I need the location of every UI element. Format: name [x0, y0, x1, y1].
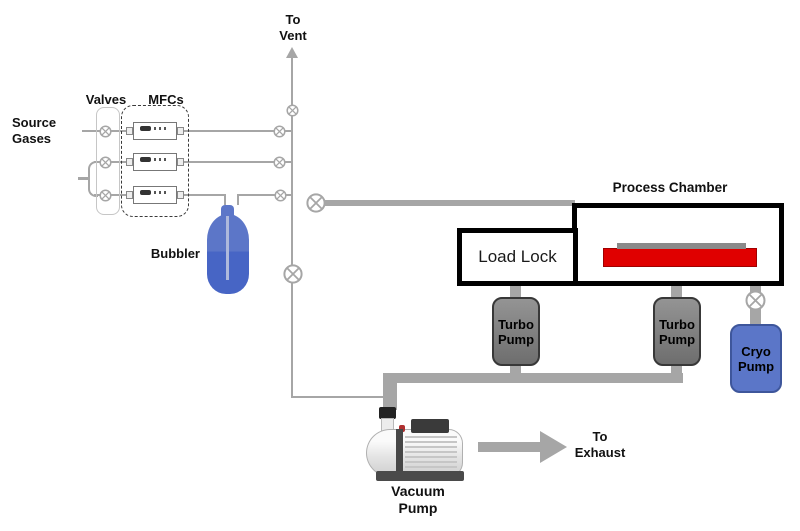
label-process-chamber: Process Chamber — [612, 180, 728, 195]
mfc-unit-1 — [126, 122, 184, 140]
gas-line-1 — [82, 129, 292, 133]
mfc-detail — [154, 158, 156, 161]
mfc-unit-2 — [126, 153, 184, 171]
label-to-exhaust: To Exhaust — [574, 429, 626, 460]
load-lock-label: Load Lock — [478, 247, 557, 266]
mfc-fitting-icon — [126, 191, 133, 199]
mfc-fitting-icon — [126, 127, 133, 135]
mfc-fitting-icon — [126, 158, 133, 166]
loadlock-turbo-stub-bottom — [510, 364, 521, 374]
chamber-feed-pipe — [324, 199, 575, 206]
valve-icon-chamber-feed — [306, 193, 326, 213]
mfc-detail — [159, 191, 161, 194]
label-source-gases: Source Gases — [12, 115, 57, 146]
gas-line-bracket — [88, 160, 98, 197]
mfc-detail — [164, 127, 166, 130]
mfc-display — [140, 157, 151, 162]
mfcs-group-box — [121, 105, 189, 217]
turbo-pump-load-lock: Turbo Pump — [492, 297, 540, 366]
vacuum-pump-fins — [405, 436, 457, 469]
mfc-fitting-icon — [177, 191, 184, 199]
vent-arrow-icon — [285, 47, 298, 58]
vacuum-pump-oil-cap — [399, 425, 405, 432]
chamber-turbo-stub-bottom — [671, 364, 682, 374]
mfc-detail — [154, 191, 156, 194]
mfc-display — [140, 126, 151, 131]
valve-icon-cryo — [745, 290, 766, 311]
foreline-connector-h — [290, 395, 385, 398]
valve-icon-line1-left — [99, 124, 112, 138]
valve-icon-line3-left — [99, 188, 112, 202]
chamber-turbo-stub-top — [671, 283, 682, 298]
foreline-manifold — [383, 372, 683, 383]
load-lock-box: Load Lock — [457, 228, 578, 286]
turbo-pump-label: Turbo Pump — [497, 316, 535, 347]
valve-icon-line1-right — [272, 124, 286, 138]
mfc-detail — [154, 127, 156, 130]
mfc-detail — [164, 191, 166, 194]
mfc-body — [133, 186, 177, 204]
mfc-display — [140, 190, 151, 195]
cryo-pump-label: Cryo Pump — [737, 343, 775, 374]
mfc-body — [133, 153, 177, 171]
label-to-vent: To Vent — [279, 12, 307, 43]
bubbler-outlet-riser — [236, 193, 239, 205]
loadlock-turbo-stub-top — [510, 283, 521, 298]
vacuum-pump — [360, 405, 475, 485]
mfc-fitting-icon — [177, 158, 184, 166]
vacuum-pump-base — [376, 471, 464, 481]
wafer — [617, 242, 746, 249]
label-valves: Valves — [85, 92, 127, 107]
mfc-fitting-icon — [177, 127, 184, 135]
valve-icon-vent-lower — [282, 264, 303, 284]
vent-line — [290, 56, 294, 398]
turbo-pump-chamber: Turbo Pump — [653, 297, 701, 366]
mfc-unit-3 — [126, 186, 184, 204]
bracket-stub — [78, 177, 89, 180]
bubbler-dip-tube — [226, 216, 229, 280]
valves-group-box — [96, 107, 120, 215]
mfc-body — [133, 122, 177, 140]
gas-line-2 — [94, 160, 292, 164]
exhaust-arrow-icon — [540, 431, 567, 463]
foreline-downpipe — [383, 372, 397, 410]
mfc-detail — [164, 158, 166, 161]
gas-line-3-drop — [223, 195, 226, 205]
cryo-pump: Cryo Pump — [730, 324, 782, 393]
exhaust-arrow-shaft — [478, 442, 540, 452]
valve-icon-vent — [286, 104, 299, 117]
turbo-pump-label: Turbo Pump — [658, 316, 696, 347]
vacuum-pump-belt-stripe — [396, 429, 403, 477]
label-mfcs: MFCs — [148, 92, 184, 107]
valve-icon-line2-right — [272, 155, 286, 169]
valve-icon-line2-left — [99, 155, 112, 169]
vacuum-pump-inlet-fitting — [379, 407, 396, 419]
gas-line-3-right — [236, 193, 292, 197]
vacuum-pump-handle — [411, 419, 449, 433]
label-bubbler: Bubbler — [150, 246, 200, 261]
susceptor — [603, 248, 757, 267]
label-vacuum-pump: Vacuum Pump — [391, 483, 445, 516]
mfc-detail — [159, 158, 161, 161]
mfc-detail — [159, 127, 161, 130]
valve-icon-line3-right — [273, 188, 287, 202]
